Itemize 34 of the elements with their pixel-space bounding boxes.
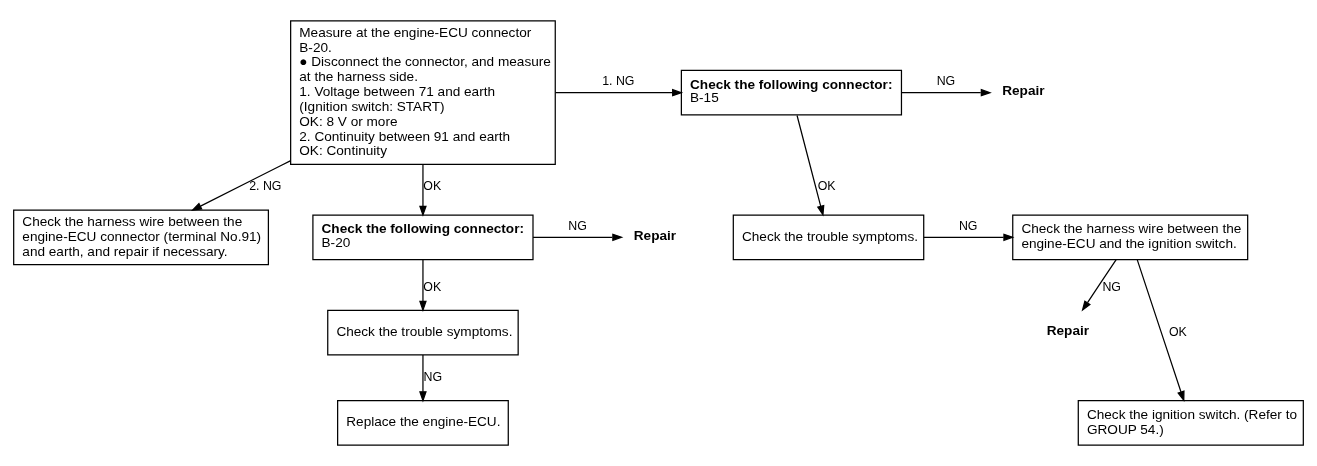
edge-label: OK [423,279,442,294]
edge-label: 1. NG [602,74,635,89]
edge-label: 2. NG [249,179,282,194]
arrow [796,114,825,217]
edge-label: NG [958,218,978,233]
arrow [532,233,624,242]
node-box: Check the harness wire between the engine-ECU connector (terminal No.91) and earth, and repair if necessary. [13,209,269,266]
arrow [1081,259,1117,312]
edge-label: OK [817,179,836,194]
arrow [419,354,427,403]
node-box: Check the trouble symptoms. [327,309,519,356]
edge-label: OK [423,179,442,194]
node-box: Check the harness wire between the engine-ECU and the ignition switch. [1012,214,1249,261]
edge-label: NG [1102,279,1121,294]
node-box: Replace the engine-ECU. [337,399,509,446]
arrow [190,160,291,211]
node-box: Check the ignition switch. (Refer to GROUP 54.) [1077,399,1304,446]
arrow [1136,259,1185,403]
edge-label: NG [568,218,587,233]
node-box: Measure at the engine-ECU connector B-20. ● Disconnect the connector, and measure at the harness side. 1. Voltage between 71 and earth (Ignition switch: START) OK: 8 V or more 2. Continuity between 91 and earth OK: Continuity [290,20,556,165]
edge-label: OK [1168,324,1187,339]
node-text: Repair [633,227,677,243]
arrow [900,88,992,97]
arrow [419,259,427,312]
edge-label: NG [936,74,956,89]
node-text: Repair [1002,82,1045,98]
node-box: Check the trouble symptoms. [732,214,925,261]
node-text: Repair [1046,322,1090,338]
node-box: Check the following connector: B-15 [680,69,903,116]
arrow [923,233,1015,242]
edge-label: NG [423,369,443,384]
node-box: Check the following connector: B-20 [312,214,534,261]
arrow [554,88,684,97]
arrow [419,163,427,217]
